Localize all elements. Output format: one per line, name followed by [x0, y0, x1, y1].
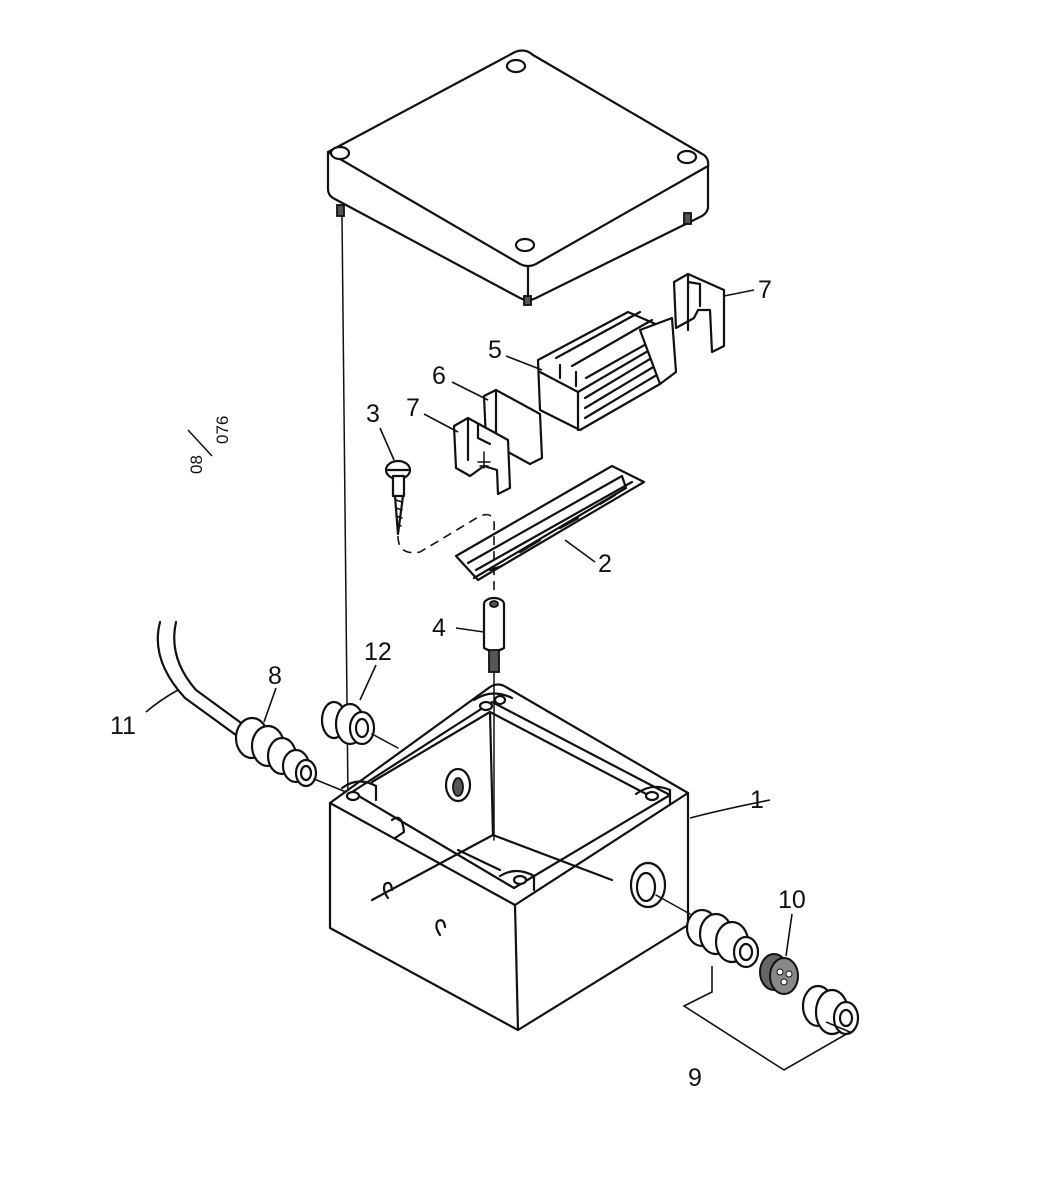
assembly-path: [397, 513, 496, 596]
callout-1: 1: [750, 786, 764, 814]
blanking-plug: [320, 700, 376, 746]
drawing-ref-top: 08: [187, 455, 206, 474]
end-stop-right: [672, 272, 726, 354]
screw: [384, 459, 412, 536]
sealing-insert: [759, 953, 799, 995]
callout-8: 8: [268, 662, 282, 690]
callout-4: 4: [432, 614, 446, 642]
callout-7-left: 7: [406, 394, 420, 422]
lid: [326, 49, 710, 306]
gland-cap: [801, 984, 860, 1036]
plug-axis: [371, 733, 399, 749]
callout-7-right: 7: [758, 276, 772, 304]
drawing-reference: 08 076: [187, 416, 232, 474]
cable-gland-left: [234, 716, 318, 788]
callout-5: 5: [488, 336, 502, 364]
lid-screw-axis: [341, 215, 349, 801]
enclosure-box: [328, 683, 690, 1032]
standoff: [482, 596, 506, 673]
gland-axis-left: [313, 778, 347, 793]
callout-9: 9: [688, 1064, 702, 1092]
callout-11: 11: [110, 712, 136, 740]
callout-6: 6: [432, 362, 446, 390]
leader-lines: [145, 289, 852, 1071]
cable-gland-right: [685, 908, 760, 969]
cable: [156, 620, 250, 740]
callout-2: 2: [598, 550, 612, 578]
callout-3: 3: [366, 400, 380, 428]
terminal-blocks: [536, 310, 678, 432]
din-rail: [454, 464, 646, 582]
gland-axis-right: [655, 894, 691, 915]
earth-terminal: [452, 416, 512, 496]
callout-10: 10: [778, 886, 806, 914]
callout-12: 12: [364, 638, 392, 666]
drawing-ref-bottom: 076: [213, 416, 232, 444]
